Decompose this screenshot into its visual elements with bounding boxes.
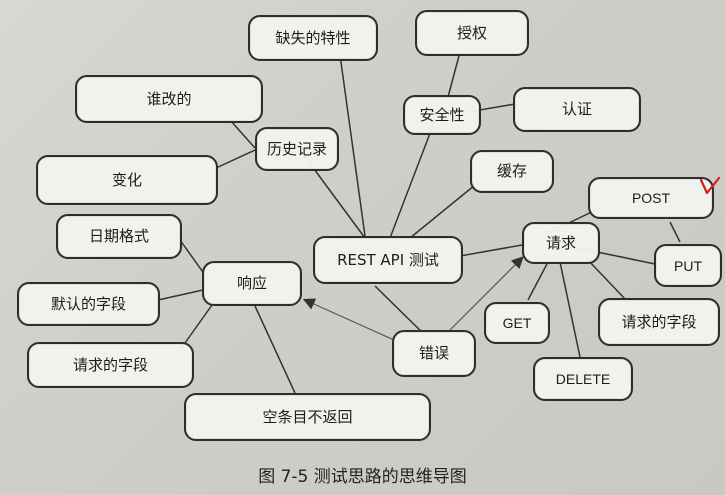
node-cache: 缓存 — [470, 150, 554, 193]
line-security-auth — [447, 51, 461, 98]
figure-caption: 图 7-5 测试思路的思维导图 — [258, 467, 467, 487]
node-get: GET — [484, 302, 550, 344]
node-empty-not-returned: 空条目不返回 — [184, 393, 431, 441]
node-response: 响应 — [202, 261, 302, 306]
line-center-request — [459, 244, 523, 257]
node-date-format: 日期格式 — [56, 214, 182, 259]
node-request: 请求 — [522, 222, 600, 264]
line-post-put — [669, 221, 681, 243]
arrow-error-response — [302, 298, 406, 346]
node-who-changed: 谁改的 — [75, 75, 263, 123]
arrow-error-request — [444, 256, 524, 336]
node-change: 变化 — [36, 155, 218, 205]
node-missing-features: 缺失的特性 — [248, 15, 378, 61]
line-response-empty — [254, 305, 296, 394]
node-error: 错误 — [392, 330, 476, 377]
check-mark-icon — [699, 177, 721, 195]
node-put: PUT — [654, 244, 722, 287]
node-rest-api-test: REST API 测试 — [313, 236, 463, 284]
node-post: POST — [588, 177, 714, 219]
node-delete: DELETE — [533, 357, 633, 401]
node-authentication: 认证 — [513, 87, 641, 132]
node-history: 历史记录 — [255, 127, 339, 171]
line-request-get — [527, 261, 549, 301]
line-center-missing — [339, 54, 366, 237]
line-history-who — [229, 119, 256, 149]
node-request-fields: 请求的字段 — [598, 298, 720, 346]
node-default-fields: 默认的字段 — [17, 282, 160, 326]
line-request-delete — [559, 261, 581, 358]
line-response-date — [179, 239, 206, 276]
node-authorization: 授权 — [415, 10, 529, 56]
line-response-default — [157, 289, 204, 301]
line-center-cache — [409, 184, 476, 239]
line-center-security — [389, 114, 438, 239]
node-security: 安全性 — [403, 95, 481, 135]
line-history-change — [215, 149, 256, 169]
line-request-fields — [585, 257, 627, 301]
node-response-request-fields: 请求的字段 — [27, 342, 194, 388]
